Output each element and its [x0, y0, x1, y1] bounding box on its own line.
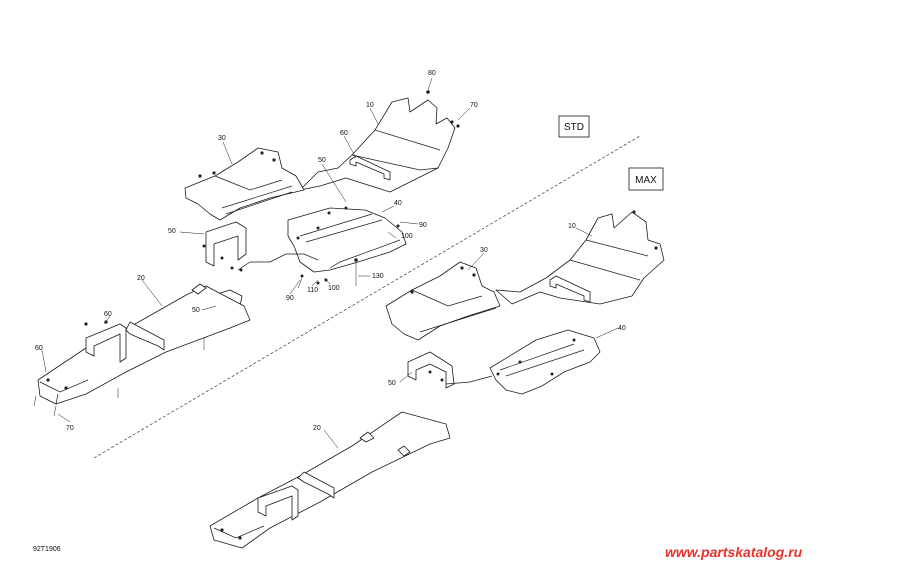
callout-90: 90 [286, 295, 294, 302]
callout-10: 10 [568, 223, 576, 230]
callout-110: 110 [307, 287, 318, 294]
variant-divider-line [93, 135, 641, 459]
max-part-10-skid-plate [495, 210, 665, 305]
std-label-box: STD [558, 115, 590, 138]
callout-50: 50 [168, 228, 176, 235]
callout-60: 60 [104, 311, 112, 318]
watermark-text: www.partskatalog.ru [665, 544, 803, 560]
callout-10: 10 [366, 102, 374, 109]
callout-60: 60 [35, 345, 43, 352]
max-label-box: MAX [628, 167, 664, 191]
std-leaders [41, 77, 471, 423]
callout-20: 20 [137, 275, 145, 282]
max-part-40-plate [489, 329, 601, 395]
diagram-code: 92T1906 [33, 546, 61, 553]
std-part-10-skid-plate [299, 90, 460, 193]
callout-50: 50 [318, 157, 326, 164]
callout-90: 90 [419, 222, 427, 229]
std-part-20-rail [33, 283, 251, 417]
max-part-20-rail [209, 411, 451, 549]
callout-20: 20 [313, 425, 321, 432]
callout-130: 130 [372, 273, 384, 280]
callout-30: 30 [218, 135, 226, 142]
callout-40: 40 [394, 200, 402, 207]
callout-30: 30 [480, 247, 488, 254]
max-leaders [323, 227, 619, 449]
callout-40: 40 [618, 325, 626, 332]
callout-80: 80 [428, 70, 436, 77]
std-part-40-plate [287, 206, 407, 273]
max-label: MAX [635, 175, 657, 186]
callout-70: 70 [66, 425, 74, 432]
callout-60: 60 [340, 130, 348, 137]
max-part-50-bracket [407, 351, 493, 389]
callout-70: 70 [470, 102, 478, 109]
callout-100: 100 [328, 285, 340, 292]
callout-50: 50 [192, 307, 200, 314]
max-part-30-bracket [385, 261, 501, 341]
std-label: STD [564, 122, 584, 133]
std-part-30-bracket [184, 147, 305, 221]
callout-100: 100 [401, 233, 413, 240]
callout-50: 50 [388, 380, 396, 387]
